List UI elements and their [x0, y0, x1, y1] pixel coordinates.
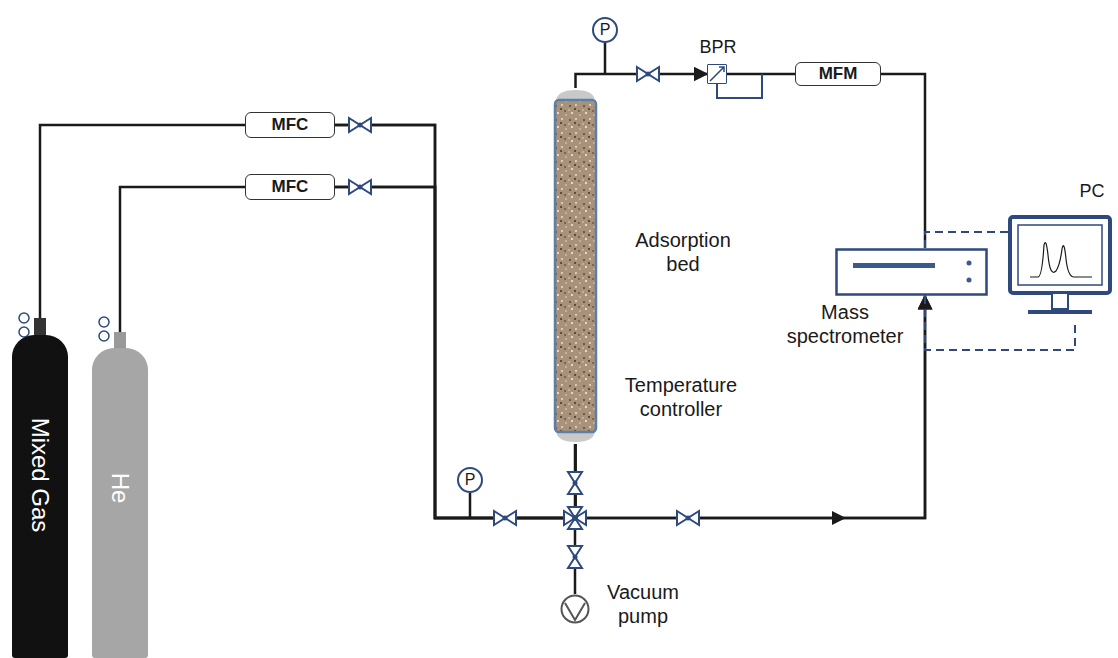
valve-body — [349, 118, 371, 132]
valve-symbol — [494, 511, 516, 525]
valve-symbol — [568, 546, 582, 568]
monitor-frame — [1010, 217, 1110, 293]
regulator-gauge — [99, 331, 109, 341]
packed-bed — [555, 100, 596, 432]
valve-body — [494, 511, 516, 525]
valve-stem — [646, 72, 651, 77]
adsorption-column-outline — [553, 88, 598, 444]
node-label: Adsorption bed — [623, 228, 743, 276]
regulator-gauge — [99, 317, 109, 327]
valve-symbol — [677, 511, 699, 525]
bpr-arrow — [710, 67, 724, 81]
valve-stem — [573, 481, 578, 486]
gas-line — [335, 187, 925, 518]
four-way-valve — [564, 507, 586, 529]
node-label: Vacuum pump — [598, 580, 688, 628]
pump-casing — [562, 596, 589, 623]
valve-body — [349, 180, 371, 194]
cylinder-neck — [34, 318, 46, 335]
valve-body — [637, 67, 659, 81]
flow-arrowhead — [832, 511, 846, 525]
node-label: P — [459, 470, 481, 489]
pump-symbol — [565, 603, 585, 620]
pressure-gauge: P — [457, 467, 483, 493]
instrument-box: MFM — [795, 62, 881, 86]
valve-symbol — [349, 118, 371, 132]
valve-stem — [686, 516, 691, 521]
monitor-base — [1028, 310, 1092, 314]
valve-group — [349, 67, 699, 568]
monitor-screen — [1018, 225, 1102, 285]
regulator-gauge — [19, 313, 29, 323]
node-label: Mass spectrometer — [775, 300, 915, 348]
valve-body — [568, 546, 582, 568]
node-label: MFC — [246, 115, 334, 135]
gas-cylinder: He — [92, 348, 148, 658]
gauge-stem — [469, 493, 472, 518]
node-label: He — [106, 473, 135, 504]
pressure-gauge: P — [592, 17, 618, 43]
instrument-box: MFC — [245, 112, 335, 138]
monitor-stand — [1052, 293, 1068, 309]
bpr-symbol — [707, 64, 727, 84]
node-label: Temperature controller — [611, 373, 751, 421]
signal-line — [925, 232, 1008, 248]
computer-monitor-outline — [1008, 215, 1112, 320]
gas-line — [881, 74, 925, 248]
gas-line — [335, 125, 576, 518]
gas-line — [335, 125, 925, 518]
indicator-dot — [967, 261, 972, 266]
node-label: PC — [1072, 181, 1112, 203]
mass-spectrometer-outline — [835, 248, 988, 296]
mass-spectrometer: Mass spectrometer — [835, 248, 988, 296]
node-label: Mixed Gas — [26, 418, 55, 533]
valve-body — [677, 511, 699, 525]
gas-line — [335, 187, 576, 518]
vacuum-pump-outline — [560, 594, 590, 624]
node-label: MFM — [796, 64, 880, 84]
valve-stem — [358, 185, 363, 190]
gauge-stems — [470, 43, 605, 518]
indicator-dot — [967, 278, 972, 283]
valve-stem — [573, 555, 578, 560]
adsorption-column: Adsorption bedTemperature controller — [553, 88, 598, 444]
cylinder-neck — [114, 332, 126, 348]
valve-symbol — [568, 472, 582, 494]
spectrum-trace — [1030, 243, 1092, 277]
valve-symbol — [349, 180, 371, 194]
back-pressure-regulator: BPR — [707, 64, 727, 84]
gas-line — [40, 125, 245, 335]
node-label: P — [594, 20, 616, 39]
display-slot — [853, 263, 935, 268]
valve-symbol — [637, 67, 659, 81]
gas-cylinder: Mixed Gas — [12, 335, 68, 658]
instrument-box: MFC — [245, 174, 335, 200]
valve-stem — [572, 515, 578, 521]
vacuum-pump: Vacuum pump — [560, 594, 590, 624]
gauge-stem — [604, 43, 607, 74]
computer-monitor: PC — [1008, 215, 1112, 320]
node-label: MFC — [246, 177, 334, 197]
valve-body — [568, 472, 582, 494]
node-label: BPR — [698, 37, 738, 59]
gas-line — [120, 187, 245, 348]
instrument-case — [837, 250, 987, 295]
valve-stem — [358, 123, 363, 128]
valve-stem — [503, 516, 508, 521]
